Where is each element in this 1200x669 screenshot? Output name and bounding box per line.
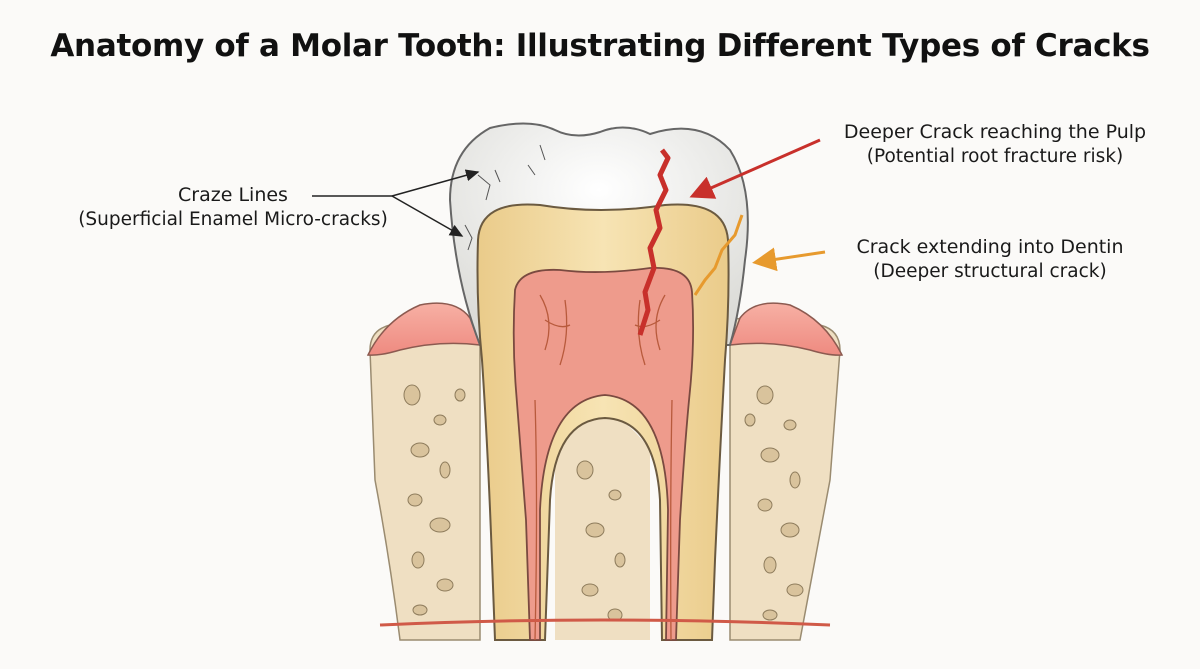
pulp-crack-title: Deeper Crack reaching the Pulp — [843, 121, 1147, 143]
pulp — [512, 267, 695, 641]
dentin-crack — [693, 214, 744, 296]
dentin-crack-title: Crack extending into Dentin — [856, 236, 1124, 258]
pulp-crack-subtitle: (Potential root fracture risk) — [866, 146, 1124, 168]
bone-pores — [403, 384, 804, 622]
craze-lines-subtitle: (Superficial Enamel Micro-cracks) — [78, 209, 388, 231]
dentin-crack-subtitle: (Deeper structural crack) — [873, 261, 1107, 283]
pulp-crack-label: Deeper Crack reaching the Pulp (Potentia… — [800, 120, 1190, 169]
craze-lines-title: Craze Lines — [178, 184, 288, 206]
craze-pointer-lower — [391, 195, 464, 237]
pulp-vessels — [534, 294, 673, 641]
dentin-crack-label: Crack extending into Dentin (Deeper stru… — [815, 235, 1165, 284]
craze-pointer-upper — [391, 169, 480, 197]
dentin-pointer — [752, 247, 826, 272]
bone-right — [729, 317, 841, 641]
page-title: Anatomy of a Molar Tooth: Illustrating D… — [50, 28, 1150, 64]
bone — [369, 317, 481, 641]
pulp-crack — [637, 148, 671, 336]
craze-lines-marks — [464, 144, 546, 251]
craze-lines-label: Craze Lines (Superficial Enamel Micro-cr… — [28, 183, 438, 232]
pulp-pointer — [689, 138, 821, 199]
